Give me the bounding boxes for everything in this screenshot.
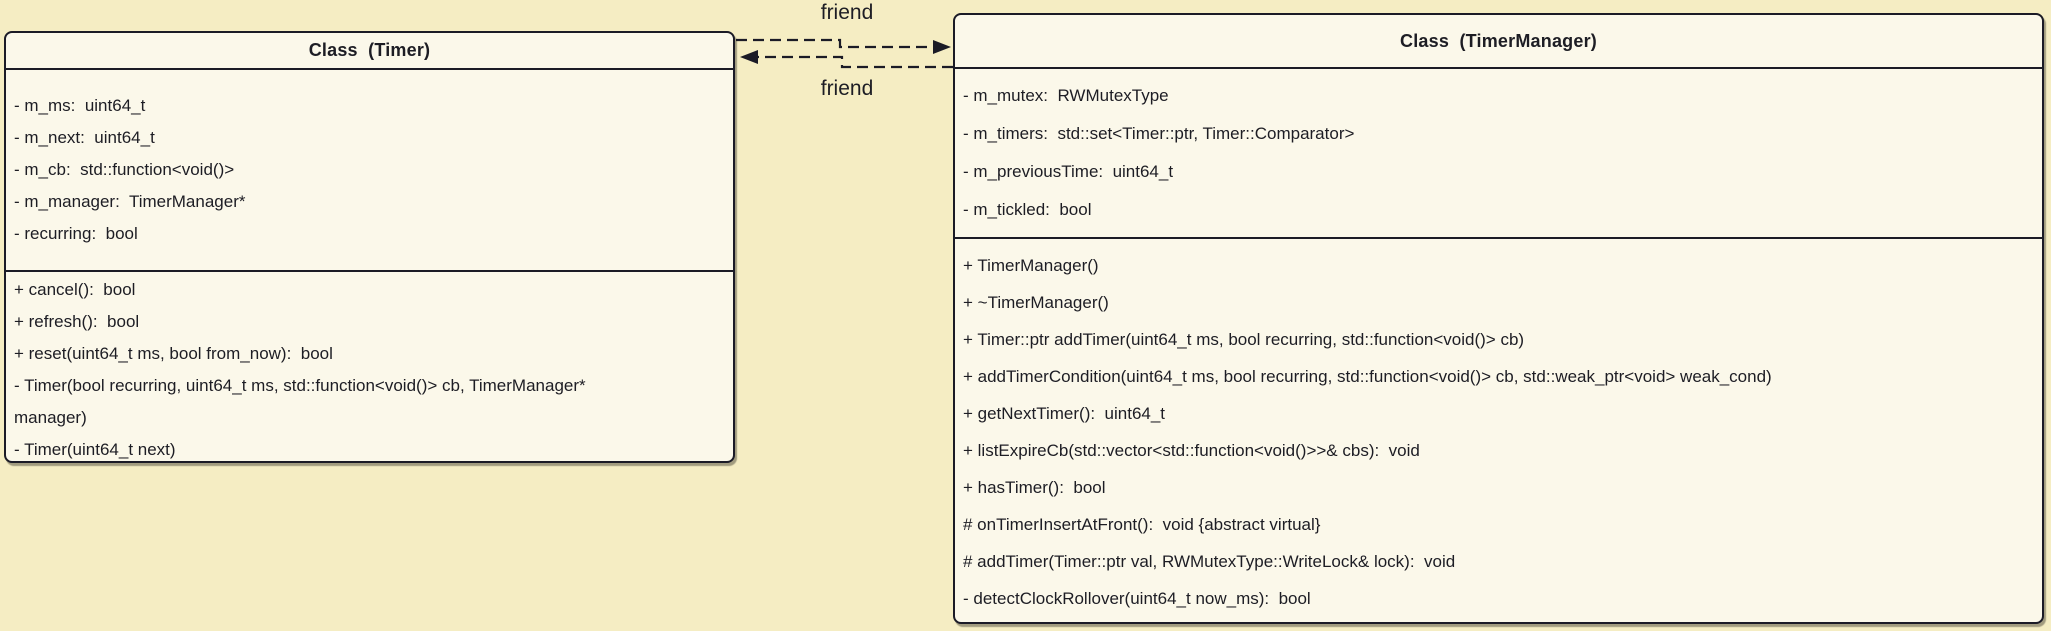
friend-arrow-to-timer [758,55,953,69]
timermanager-class-box: Class (TimerManager) - m_mutex: RWMutexT… [953,13,2044,624]
member-line: - m_tickled: bool [963,200,1092,219]
member-line: manager) [14,408,87,427]
member-line: - m_mutex: RWMutexType [963,86,1169,105]
timermanager-attributes-section: - m_mutex: RWMutexType- m_timers: std::s… [955,69,2042,239]
member-line: - m_previousTime: uint64_t [963,162,1174,181]
timermanager-methods-section: + TimerManager() + ~TimerManager() + Timer… [955,239,2042,622]
member-line: # onTimerInsertAtFront(): void {abstract… [963,515,1321,534]
friend-label-bottom: friend [820,77,874,100]
member-line: + getNextTimer(): uint64_t [963,404,1166,423]
member-line: # addTimer(Timer::ptr val, RWMutexType::… [963,552,1456,571]
member-line: + listExpireCb(std::vector<std::function… [963,441,1420,460]
member-line: + TimerManager() [963,256,1099,275]
member-line: - Timer(uint64_t next) [14,440,176,459]
arrowhead-left-icon [740,50,758,64]
member-line: - m_ms: uint64_t [14,96,146,115]
friend-arrow-to-timermanager [736,38,933,49]
member-line: - m_manager: TimerManager* [14,192,246,211]
member-line: + addTimerCondition(uint64_t ms, bool re… [963,367,1772,386]
member-line: - m_timers: std::set<Timer::ptr, Timer::… [963,124,1355,143]
member-line: + cancel(): bool [14,280,136,299]
member-line: - m_next: uint64_t [14,128,155,147]
member-line: - m_cb: std::function<void()> [14,160,235,179]
timer-class-title: Class (Timer) [6,33,733,70]
member-line: - detectClockRollover(uint64_t now_ms): … [963,589,1311,608]
friend-label-top: friend [820,1,874,24]
timer-class-box: Class (Timer) - m_ms: uint64_t - m_next: … [4,31,735,463]
member-line: + Timer::ptr addTimer(uint64_t ms, bool … [963,330,1525,349]
member-line: + ~TimerManager() [963,293,1109,312]
arrowhead-right-icon [933,40,951,54]
member-line: - recurring: bool [14,224,138,243]
member-line: + hasTimer(): bool [963,478,1106,497]
timermanager-class-title: Class (TimerManager) [955,15,2042,69]
member-line: + refresh(): bool [14,312,140,331]
timer-methods-section: + cancel(): bool + refresh(): bool + reset… [6,272,733,466]
timer-attributes-section: - m_ms: uint64_t - m_next: uint64_t - m_cb… [6,70,733,272]
member-line: + reset(uint64_t ms, bool from_now): boo… [14,344,333,363]
member-line: - Timer(bool recurring, uint64_t ms, std… [14,376,586,395]
